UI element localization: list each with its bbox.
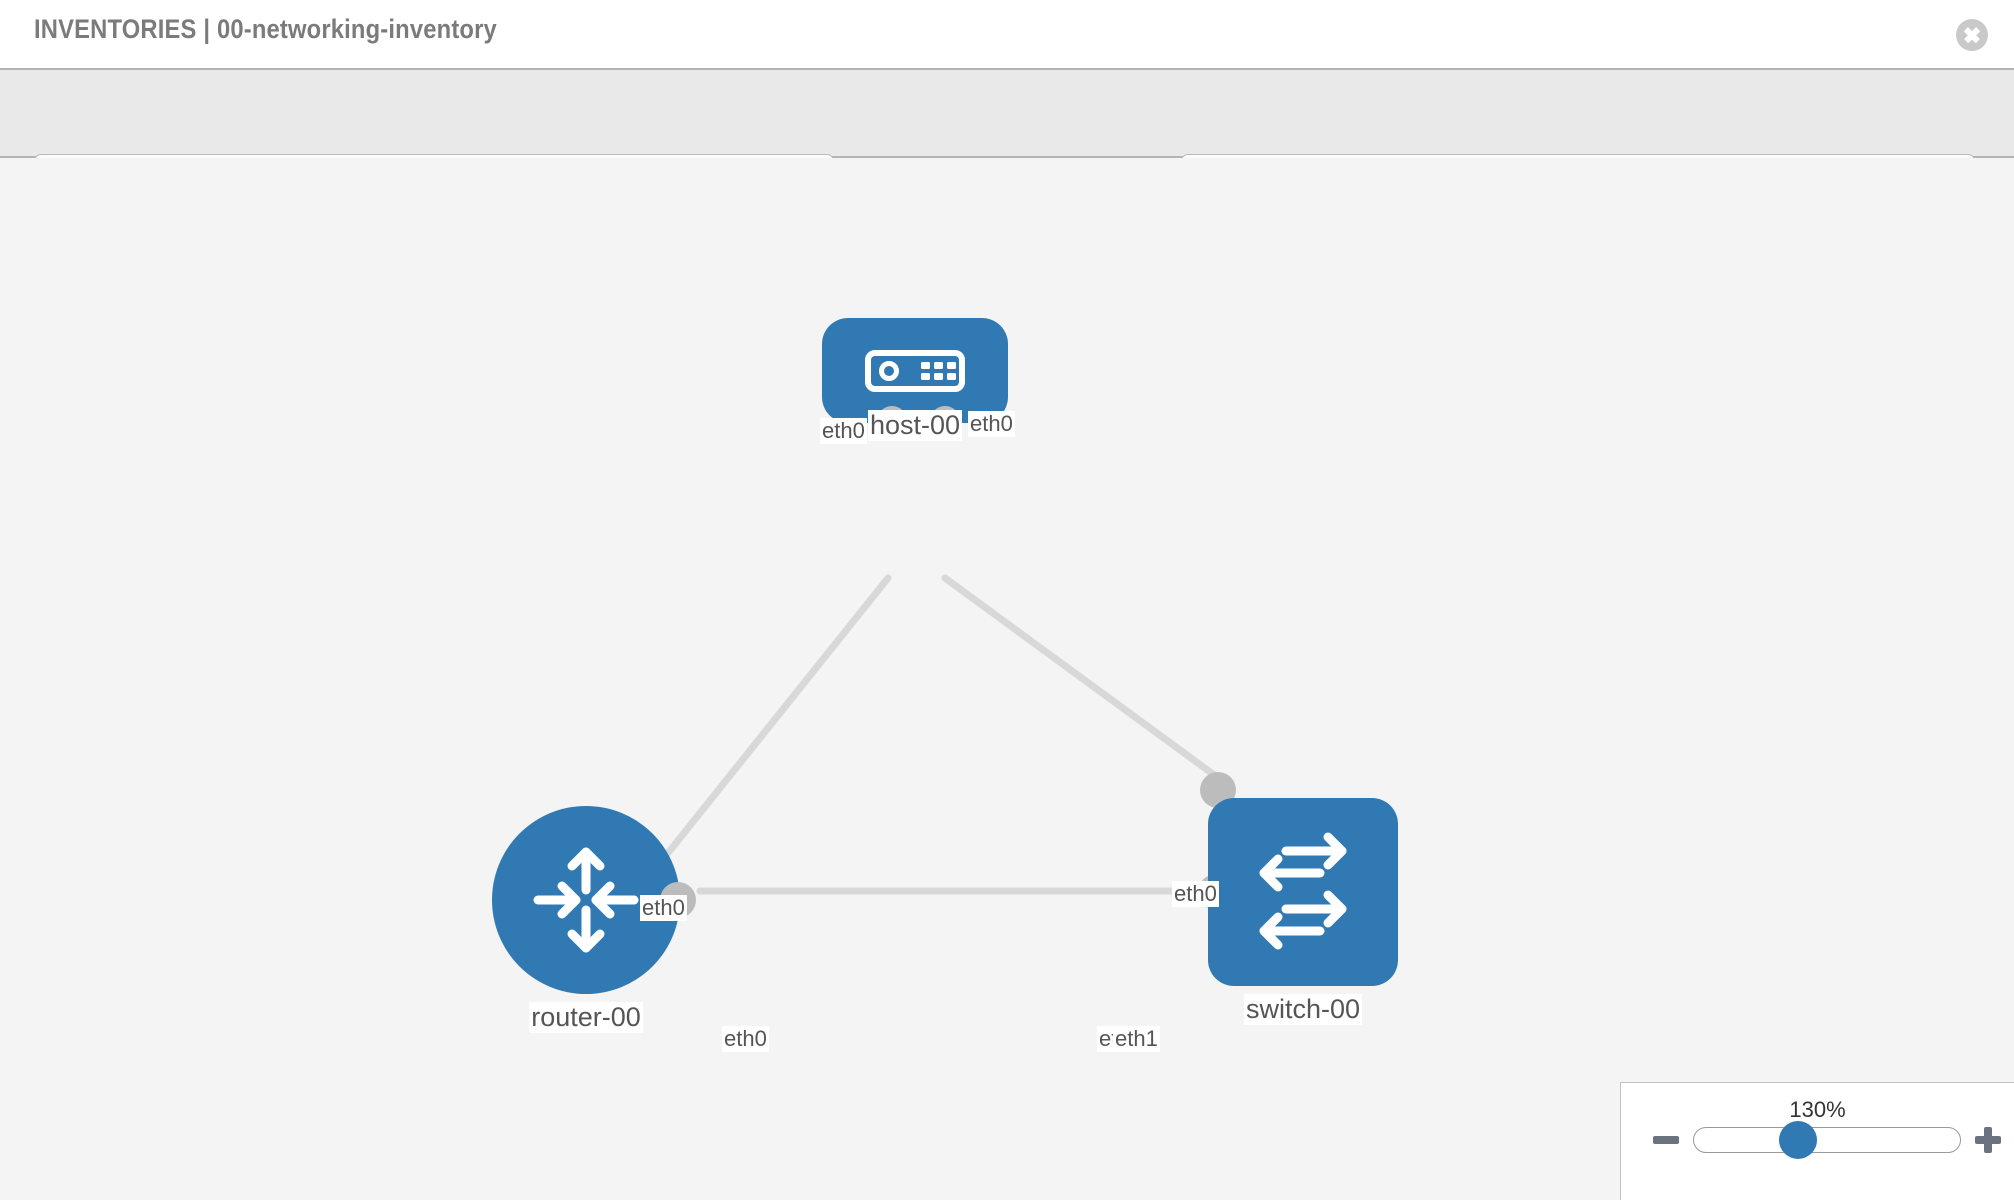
- link-label-router-up: eth0: [640, 895, 687, 922]
- link-label-host-left: eth0: [820, 418, 867, 445]
- zoom-slider-thumb[interactable]: [1779, 1121, 1817, 1159]
- link-host-router: [636, 574, 892, 892]
- link-label-switch-left: eth1: [1113, 1026, 1160, 1053]
- switch-arrows-icon: [1208, 798, 1398, 986]
- zoom-out-button[interactable]: [1653, 1136, 1679, 1144]
- topology-canvas[interactable]: host-00 eth0 eth0: [0, 158, 2014, 1200]
- zoom-in-button[interactable]: [1973, 1125, 2003, 1155]
- topology-node-router-00[interactable]: router-00: [492, 806, 696, 1046]
- topology-links: [636, 574, 1236, 895]
- link-label-host-right: eth0: [968, 411, 1015, 438]
- node-label-router-00: router-00: [529, 1002, 643, 1034]
- node-label-switch-00: switch-00: [1243, 994, 1363, 1026]
- zoom-in-bar: [1984, 1127, 1992, 1153]
- zoom-control-panel[interactable]: 130%: [1620, 1082, 2014, 1200]
- topology-node-switch-00[interactable]: switch-00: [1198, 772, 1398, 1048]
- page-title: INVENTORIES | 00-networking-inventory: [34, 14, 497, 44]
- toolbar: ACTIONS SEARCH: [0, 68, 2014, 206]
- server-icon: [822, 318, 1008, 423]
- topology-node-host-00[interactable]: host-00: [822, 318, 1008, 478]
- link-label-router-right: eth0: [722, 1026, 769, 1053]
- link-label-switch-up: eth0: [1172, 881, 1219, 908]
- close-icon[interactable]: [1956, 19, 1988, 51]
- node-label-host-00: host-00: [867, 410, 963, 442]
- zoom-level-label: 130%: [1789, 1097, 1846, 1122]
- link-host-switch: [941, 574, 1236, 792]
- zoom-slider-track[interactable]: [1693, 1127, 1961, 1153]
- app-header: INVENTORIES | 00-networking-inventory: [0, 0, 2014, 68]
